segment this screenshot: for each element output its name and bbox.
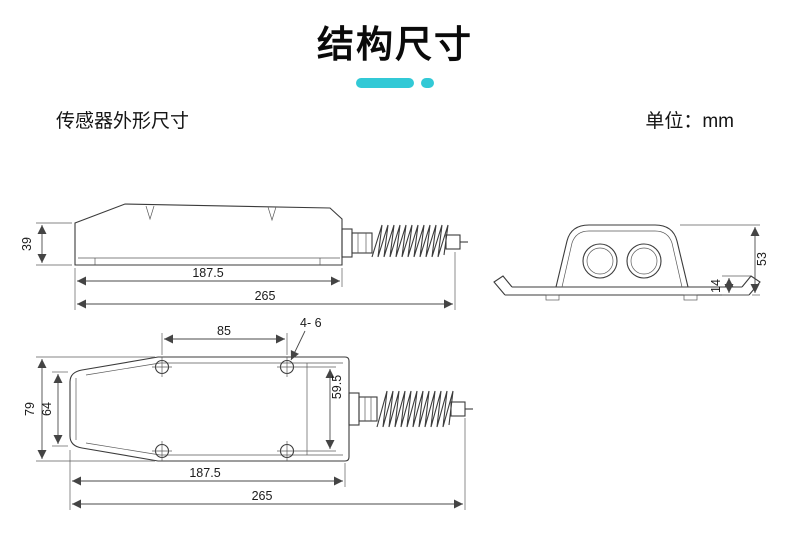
- dim-top-body-length: 187.5: [189, 466, 220, 480]
- dim-top-overall-length: 265: [252, 489, 273, 503]
- page-title: 结构尺寸: [317, 24, 473, 65]
- side-view-drawing: [74, 203, 468, 266]
- top-view-dimensions: 85 4- 6 59.5 79 64 187.5: [23, 316, 466, 510]
- sub-header-row: 传感器外形尺寸 单位：mm: [0, 106, 790, 133]
- unit-label: 单位：mm: [645, 111, 734, 132]
- dim-top-hole-spacing-x: 85: [217, 324, 231, 338]
- dim-top-inner-width: 64: [40, 402, 54, 416]
- top-cable-spring: [376, 390, 454, 428]
- structure-dimensions-page: 结构尺寸 传感器外形尺寸 单位：mm: [0, 14, 790, 545]
- dim-front-overall-height: 53: [755, 252, 769, 266]
- mounting-holes: [152, 357, 297, 461]
- dim-side-overall-length: 265: [255, 289, 276, 303]
- accent-bar-icon: [356, 78, 414, 88]
- dim-front-bracket-height: 14: [709, 279, 723, 293]
- top-view-drawing: [69, 356, 473, 462]
- section-label: 传感器外形尺寸: [56, 111, 190, 132]
- dim-side-body-length: 187.5: [192, 266, 223, 280]
- dim-top-overall-width: 79: [23, 402, 37, 416]
- title-accent-underline: [0, 78, 790, 88]
- technical-drawings: 39 187.5 265: [20, 203, 769, 510]
- front-view-dimensions: 53 14: [680, 224, 769, 296]
- side-view-dimensions: 39 187.5 265: [20, 222, 456, 310]
- side-cable-spring: [371, 224, 449, 258]
- dim-top-hole-spacing-y: 59.5: [330, 375, 344, 399]
- dim-side-height: 39: [20, 237, 34, 251]
- accent-dot-icon: [421, 78, 434, 88]
- dim-top-holes-note: 4- 6: [300, 316, 322, 330]
